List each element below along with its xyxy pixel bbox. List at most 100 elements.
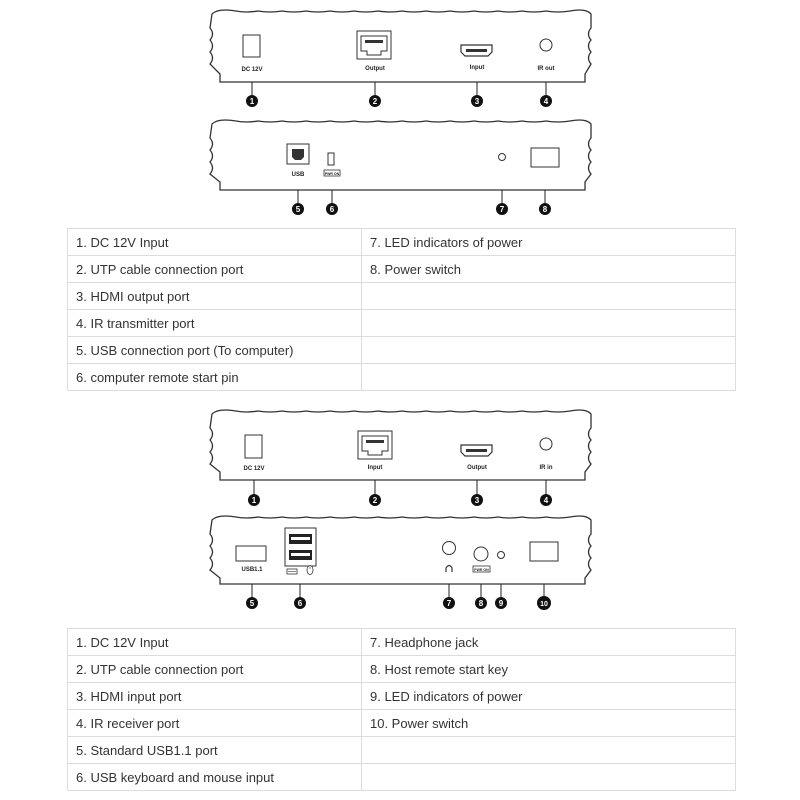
callout-marker-6: 6 [326,203,338,215]
table-row: 6. computer remote start pin [67,363,736,391]
callout-marker-5: 5 [292,203,304,215]
port-label-usb: USB [292,172,305,178]
table-cell [361,282,736,310]
port-label-dc12v: DC 12V [243,466,264,472]
table-cell [361,336,736,364]
callout-marker-10: 10 [537,596,551,610]
table-row: 5. Standard USB1.1 port [67,736,736,764]
callout-marker-8: 8 [475,597,487,609]
dc-12v-port [242,34,261,58]
table-cell: 5. Standard USB1.1 port [67,736,362,764]
keyboard-icon [286,568,298,575]
power-switch [530,147,560,168]
table-row: 4. IR receiver port 10. Power switch [67,709,736,737]
table-cell: 2. UTP cable connection port [67,255,362,283]
callout-marker-7: 7 [443,597,455,609]
power-led [498,153,506,161]
table-cell: 3. HDMI output port [67,282,362,310]
transmitter-front-diagram: DC 12V Output Input IR out 1 2 3 4 [0,0,800,112]
table-row: 1. DC 12V Input 7. LED indicators of pow… [67,228,736,256]
table-row: 2. UTP cable connection port 8. Power sw… [67,255,736,283]
port-label-input: Input [368,465,383,471]
table-cell: 8. Power switch [361,255,736,283]
svg-text:9: 9 [499,599,504,608]
table-cell: 6. computer remote start pin [67,363,362,391]
table-row: 5. USB connection port (To computer) [67,336,736,364]
callout-lines [251,82,547,97]
transmitter-back-diagram: USB PWR ON 5 6 7 8 [0,112,800,222]
port-label-pwr-on: PWR ON [474,568,489,572]
svg-text:1: 1 [250,97,255,106]
table-cell: 2. UTP cable connection port [67,655,362,683]
receiver-front-diagram: DC 12V Input Output IR in 1 2 3 4 [0,402,800,512]
port-label-ir-in: IR in [540,465,553,471]
callout-lines [251,584,545,598]
svg-text:8: 8 [543,205,548,214]
callout-marker-1: 1 [248,494,260,506]
ir-in-jack [539,437,553,451]
port-label-ir-out: IR out [538,66,555,72]
power-led [497,551,505,559]
svg-text:7: 7 [500,205,505,214]
table-cell: 4. IR receiver port [67,709,362,737]
table-cell: 6. USB keyboard and mouse input [67,763,362,791]
svg-text:1: 1 [252,496,257,505]
table-cell [361,736,736,764]
receiver-front-enclosure [209,409,592,481]
callout-marker-7: 7 [496,203,508,215]
table-cell: 7. Headphone jack [361,628,736,656]
callout-marker-2: 2 [369,95,381,107]
svg-text:2: 2 [373,496,378,505]
table-cell: 4. IR transmitter port [67,309,362,337]
usb-1-1-port [235,545,267,562]
table-cell: 9. LED indicators of power [361,682,736,710]
table-cell: 3. HDMI input port [67,682,362,710]
usb-keyboard-mouse-ports [284,527,317,567]
transmitter-back-enclosure [209,119,592,191]
power-switch [529,541,559,562]
host-remote-start-key [472,546,491,573]
hdmi-input-port [460,44,493,57]
callout-marker-4: 4 [540,494,552,506]
svg-text:7: 7 [447,599,452,608]
table-cell: 10. Power switch [361,709,736,737]
table-row: 4. IR transmitter port [67,309,736,337]
svg-text:8: 8 [479,599,484,608]
table-cell [361,363,736,391]
ir-out-jack [539,38,553,52]
port-label-input: Input [470,65,485,71]
port-label-usb1-1: USB1.1 [241,567,263,573]
headphone-jack [442,541,456,555]
table-cell: 1. DC 12V Input [67,628,362,656]
callout-marker-2: 2 [369,494,381,506]
callout-marker-1: 1 [246,95,258,107]
transmitter-front-enclosure [209,9,592,83]
dc-12v-port [244,434,263,459]
port-label-dc12v: DC 12V [241,67,262,73]
table-cell: 7. LED indicators of power [361,228,736,256]
table-cell: 8. Host remote start key [361,655,736,683]
callout-marker-9: 9 [495,597,507,609]
callout-marker-5: 5 [246,597,258,609]
table-row: 6. USB keyboard and mouse input [67,763,736,791]
svg-text:5: 5 [250,599,255,608]
port-label-pwr-on: PWR ON [325,172,340,176]
svg-text:4: 4 [544,496,549,505]
svg-text:6: 6 [330,205,335,214]
table-row: 2. UTP cable connection port 8. Host rem… [67,655,736,683]
svg-text:5: 5 [296,205,301,214]
svg-text:4: 4 [544,97,549,106]
svg-text:6: 6 [298,599,303,608]
svg-text:2: 2 [373,97,378,106]
port-label-output: Output [467,465,487,471]
usb-b-port [286,143,310,165]
table-cell [361,309,736,337]
table-row: 3. HDMI output port [67,282,736,310]
svg-text:3: 3 [475,496,480,505]
rj45-input-port [357,430,393,460]
headphone-icon [445,564,453,572]
table-row: 3. HDMI input port 9. LED indicators of … [67,682,736,710]
table-cell: 5. USB connection port (To computer) [67,336,362,364]
port-label-output: Output [365,66,385,72]
callout-lines [253,480,547,495]
